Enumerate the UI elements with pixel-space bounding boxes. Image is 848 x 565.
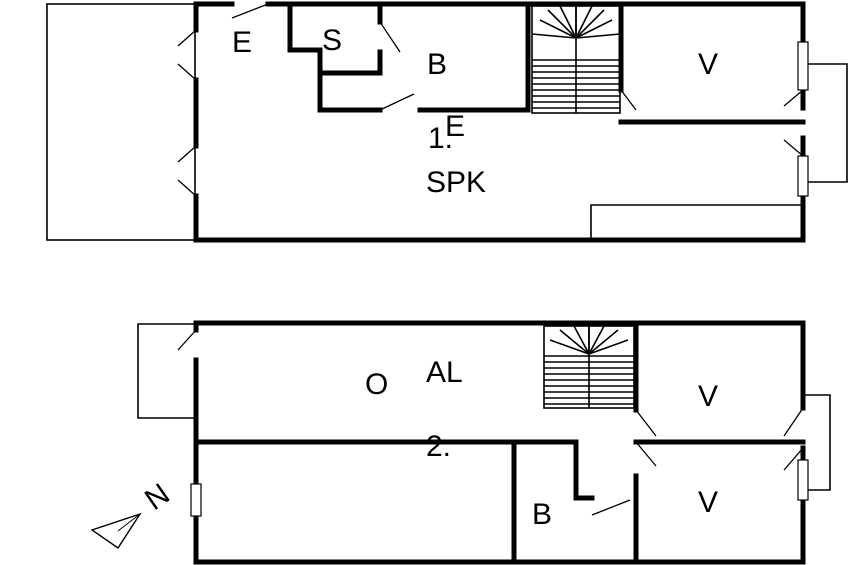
room-label-bedroom-bottom: V: [698, 486, 718, 519]
floor-1: E S B V E 1. SPK: [46, 1, 848, 243]
floor-1-staircase: [531, 5, 621, 114]
floor-2-level-label: 2.: [426, 430, 451, 463]
room-label-storage: S: [322, 24, 342, 57]
floor-1-exterior-walls: [193, 1, 806, 243]
floor-1-level-label: 1.: [428, 122, 453, 155]
floor-1-doors: [177, 3, 804, 197]
floor-2-interior-walls: [193, 320, 806, 565]
balcony-right-outline: [805, 394, 831, 491]
room-label-bath-2: B: [532, 498, 552, 531]
window-living-1: [797, 155, 809, 197]
floor-2: O AL V 2. V B: [137, 320, 831, 565]
window-bedroom-bottom: [797, 459, 809, 501]
room-label-entry-overlap: E: [445, 110, 465, 143]
window-bedroom-1: [797, 41, 809, 91]
terrace-outline: [46, 3, 196, 241]
window-floor-2-left: [190, 483, 202, 517]
room-label-bedroom-1: V: [698, 48, 718, 81]
floor-1-interior-walls: [287, 1, 806, 125]
floor-2-doors: [177, 329, 804, 516]
floor-2-staircase: [543, 325, 635, 409]
north-label: N: [139, 477, 176, 516]
north-arrow-icon: [90, 512, 142, 549]
room-label-living: SPK: [426, 166, 486, 199]
room-label-open-area: O: [365, 368, 388, 401]
north-arrow: N: [90, 477, 176, 549]
balcony-left-outline: [137, 323, 196, 419]
floor-2-exterior-walls: [193, 320, 806, 565]
room-label-bedroom-top: V: [698, 380, 718, 413]
kitchen-counter: [590, 204, 803, 240]
balcony-outline: [805, 63, 848, 183]
room-label-entry: E: [232, 26, 252, 59]
room-label-bath-1: B: [427, 48, 447, 81]
room-label-alcove: AL: [426, 356, 463, 389]
